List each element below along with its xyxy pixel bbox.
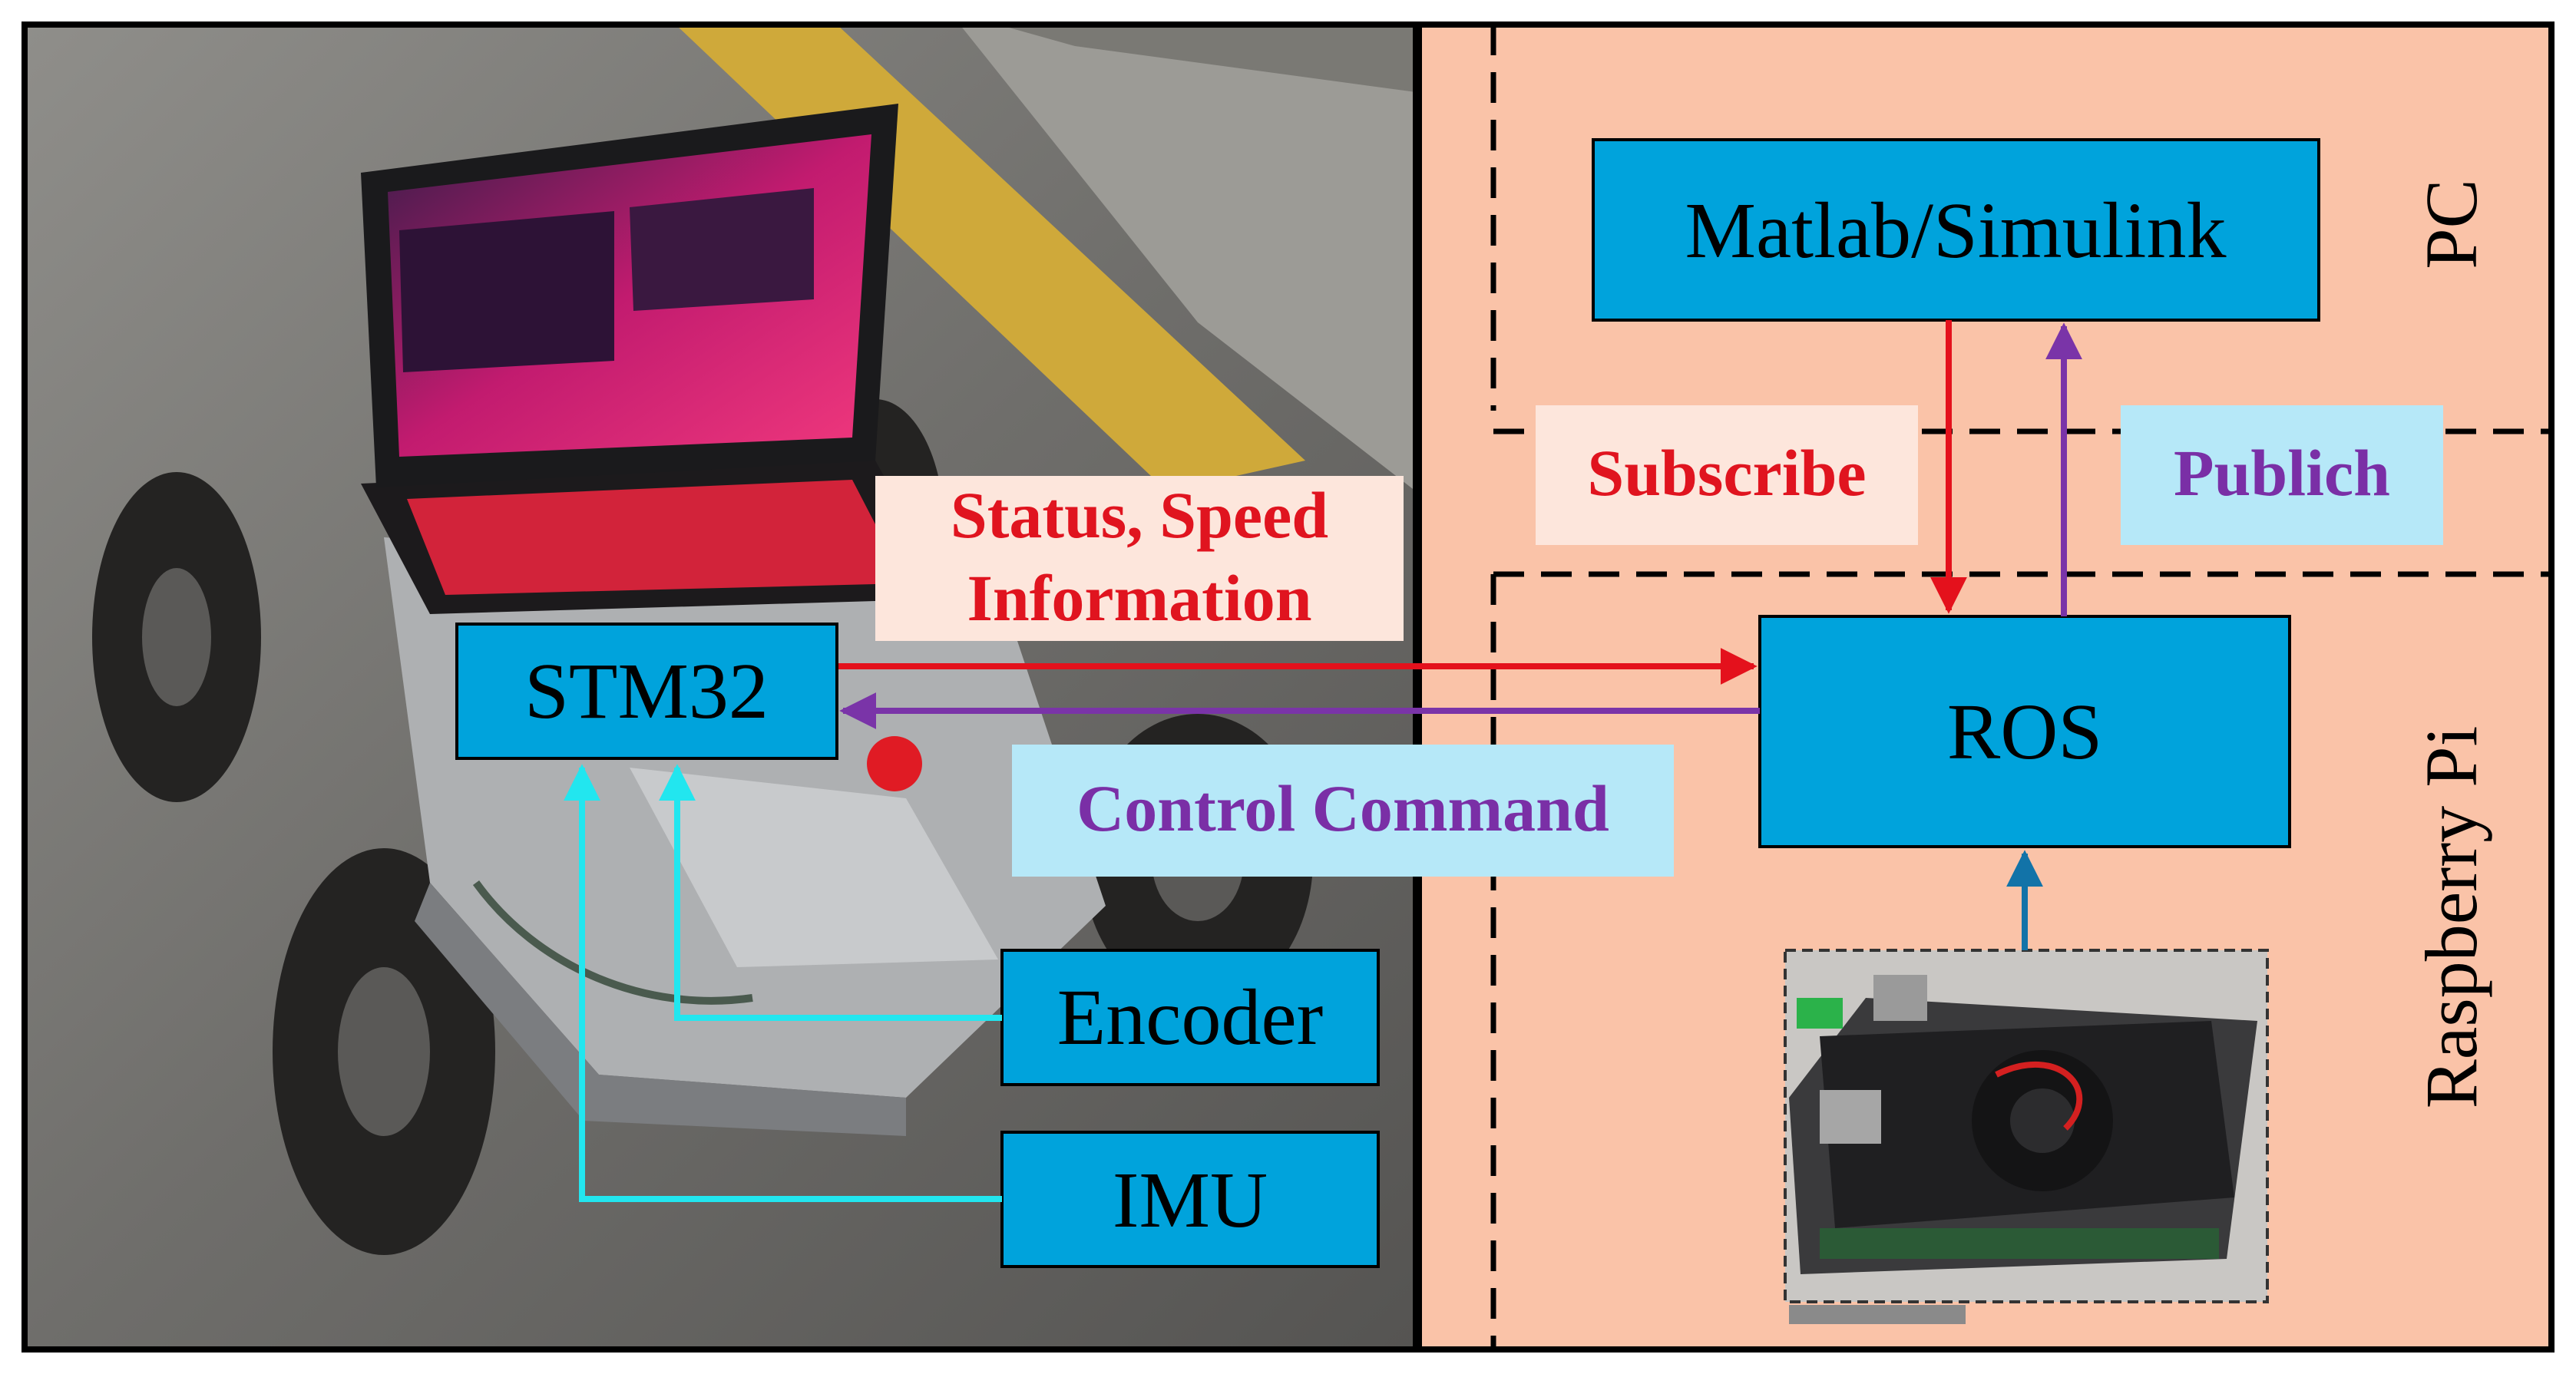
- status-speed-label-line2: Information: [967, 561, 1311, 635]
- status-speed-label-bg: [875, 476, 1404, 641]
- matlab-simulink-label: Matlab/Simulink: [1685, 187, 2227, 275]
- pc-region-label: PC: [2410, 179, 2492, 269]
- subscribe-label-bg: [1536, 405, 1918, 545]
- publich-label: Publich: [2174, 436, 2390, 510]
- ros-box: [1758, 615, 2291, 848]
- subscribe-label: Subscribe: [1587, 436, 1866, 510]
- stm32-label: STM32: [524, 647, 769, 735]
- ros-label: ROS: [1947, 688, 2102, 776]
- matlab-simulink-box: [1592, 138, 2320, 322]
- status-speed-label-line1: Status, Speed: [951, 478, 1328, 552]
- encoder-box: [1000, 949, 1380, 1086]
- encoder-label: Encoder: [1057, 973, 1323, 1062]
- publich-label-bg: [2121, 405, 2443, 545]
- imu-box: [1000, 1131, 1380, 1268]
- imu-to-stm32-arrow: [564, 764, 1002, 1202]
- control-command-label: Control Command: [1076, 771, 1609, 845]
- raspberry-pi-photo: [1785, 950, 2267, 1324]
- imu-label: IMU: [1113, 1156, 1268, 1244]
- raspberry-pi-region-label: Raspberry Pi: [2410, 726, 2492, 1109]
- stm32-box: [455, 623, 838, 760]
- encoder-to-stm32-arrow: [659, 764, 1002, 1021]
- control-command-label-bg: [1012, 745, 1674, 877]
